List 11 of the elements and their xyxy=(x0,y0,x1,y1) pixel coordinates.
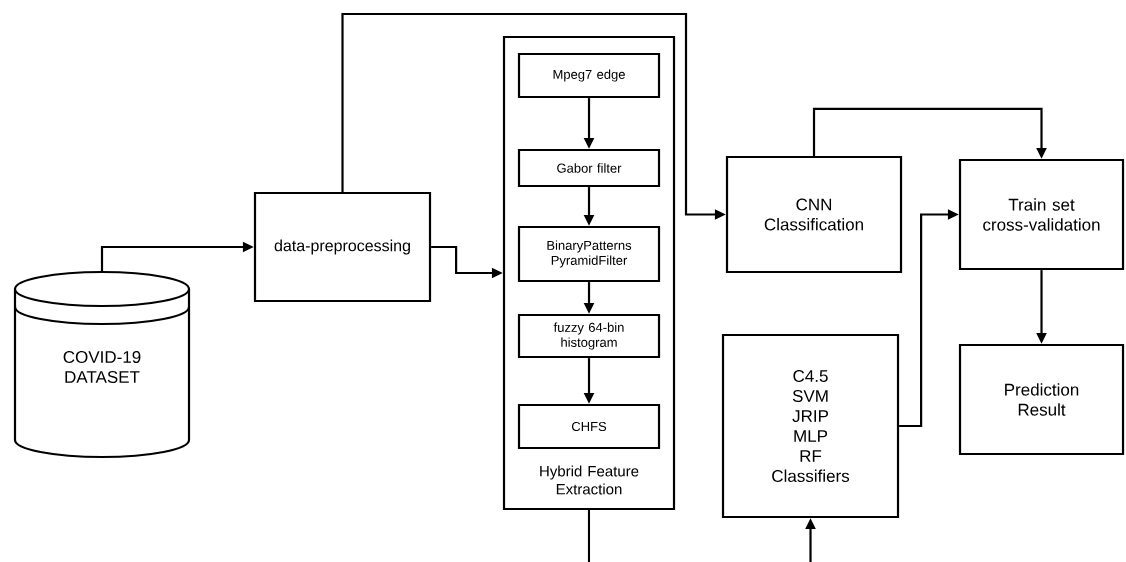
process-box: Mpeg7 edge xyxy=(517,52,661,99)
process-box: C4.5 SVM JRIP MLP RF Classifiers xyxy=(721,333,900,519)
process-box: CNN Classification xyxy=(725,155,903,274)
process-box: BinaryPatterns PyramidFilter xyxy=(517,225,661,283)
process-box: fuzzy 64-bin histogram xyxy=(517,313,661,359)
process-box: Train set cross-validation xyxy=(958,158,1125,271)
process-box: Gabor filter xyxy=(517,148,661,188)
process-box: Prediction Result xyxy=(958,343,1125,456)
database-cylinder: COVID-19 DATASET xyxy=(13,270,191,459)
process-box: data-preprocessing xyxy=(253,191,432,303)
process-box: CHFS xyxy=(517,403,661,450)
